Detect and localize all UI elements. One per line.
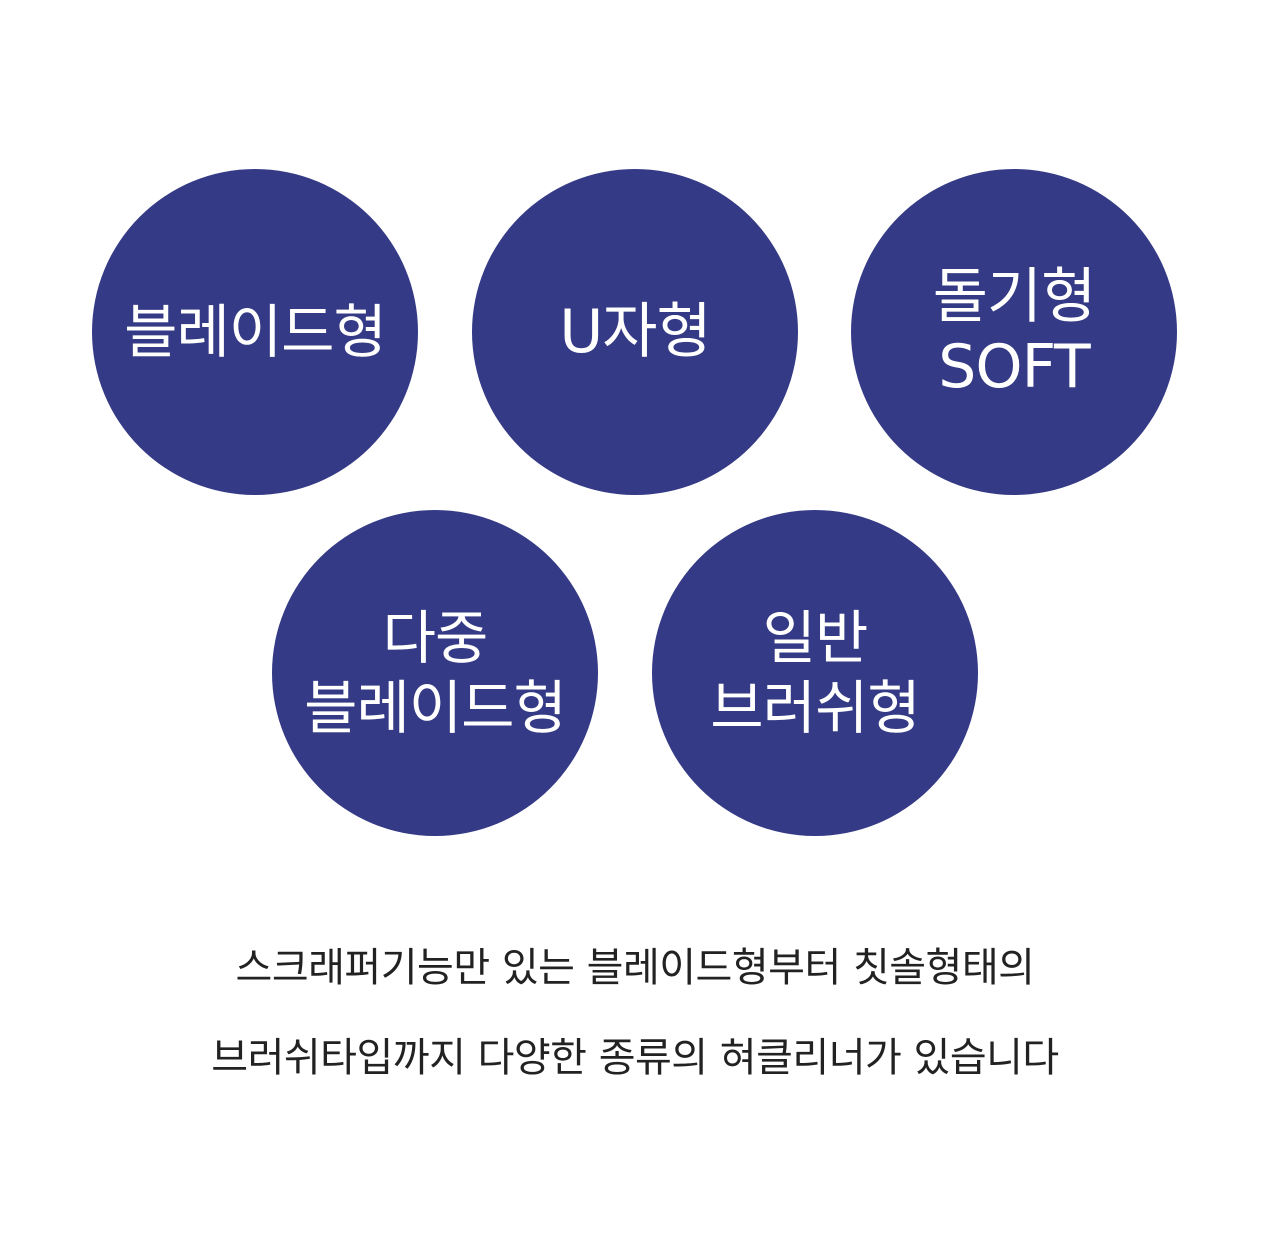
caption-line-2: 브러쉬타입까지 다양한 종류의 혀클리너가 있습니다 — [211, 1035, 1059, 1081]
type-circle-blade: 블레이드형 — [92, 169, 418, 495]
caption-line-1: 스크래퍼기능만 있는 블레이드형부터 칫솔형태의 — [235, 945, 1035, 991]
type-sublabel: SOFT — [938, 332, 1090, 402]
type-label: 다중 — [382, 604, 489, 672]
type-sublabel: 브러쉬형 — [710, 674, 920, 742]
type-circle-u-shape: U자형 — [472, 169, 798, 495]
type-circle-nub-soft: 돌기형 SOFT — [851, 169, 1177, 495]
type-sublabel: 블레이드형 — [304, 674, 567, 742]
type-label: 블레이드형 — [124, 298, 387, 366]
type-label: U자형 — [559, 297, 711, 367]
type-circle-brush: 일반 브러쉬형 — [652, 510, 978, 836]
type-label: 일반 — [762, 604, 869, 672]
type-label: 돌기형 — [932, 262, 1097, 332]
type-circle-multi-blade: 다중 블레이드형 — [272, 510, 598, 836]
